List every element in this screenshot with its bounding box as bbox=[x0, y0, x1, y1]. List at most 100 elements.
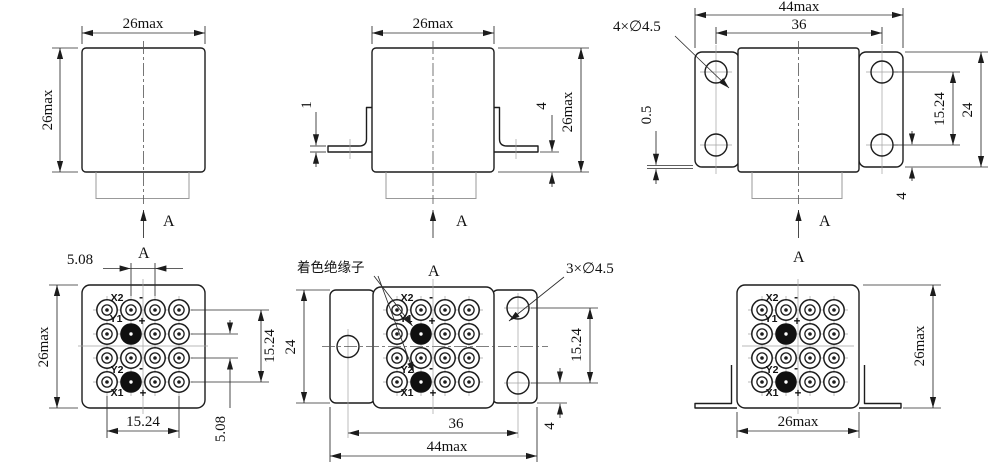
dim-label: 26max bbox=[413, 16, 454, 32]
section-label: A bbox=[456, 213, 468, 230]
dim-label: 26max bbox=[912, 325, 928, 366]
dim-label: 24 bbox=[283, 339, 299, 355]
right-mounting-ear bbox=[858, 51, 904, 168]
pin bbox=[458, 299, 480, 321]
mounting-hole bbox=[336, 334, 360, 359]
dim-label: 15.24 bbox=[932, 92, 948, 126]
right-mounting-flange bbox=[859, 365, 902, 409]
section-arrow: A bbox=[795, 210, 831, 238]
callout-holes: 4×∅4.5 bbox=[613, 19, 730, 89]
section-arrow: A bbox=[140, 210, 175, 238]
pin bbox=[799, 323, 821, 345]
pin bbox=[168, 323, 190, 345]
pin bbox=[751, 323, 773, 345]
svg-text:+: + bbox=[430, 388, 437, 400]
insulator-note: 着色绝缘子 bbox=[297, 259, 415, 374]
dim-hole-span: 36 bbox=[715, 17, 883, 44]
dim-width-top: 26max bbox=[371, 16, 495, 44]
pin bbox=[168, 371, 190, 393]
leader-line bbox=[377, 275, 415, 374]
dim-height-left: 26max bbox=[36, 284, 78, 409]
view-front-ears: 44max 36 4×∅4.5 0.5 15.24 bbox=[613, 0, 988, 238]
dim-hole-pitch-right: 15.24 bbox=[531, 307, 598, 384]
plug-base-outline bbox=[95, 172, 190, 199]
dim-height-right: 26max bbox=[498, 47, 589, 173]
dim-label: 44max bbox=[779, 0, 820, 15]
callout-label: 3×∅4.5 bbox=[566, 261, 614, 277]
callout-label: 4×∅4.5 bbox=[613, 19, 661, 35]
svg-text:+: + bbox=[429, 316, 436, 328]
insulator-note-label: 着色绝缘子 bbox=[297, 259, 365, 275]
plug-base-outline bbox=[385, 172, 477, 199]
dim-label: 0.5 bbox=[639, 106, 655, 125]
pin bbox=[823, 347, 845, 369]
svg-text:Y1: Y1 bbox=[110, 313, 123, 325]
dim-label: 4 bbox=[894, 192, 910, 200]
pin bbox=[458, 371, 480, 393]
pin bbox=[458, 347, 480, 369]
section-label: A bbox=[428, 263, 440, 280]
dim-label: 5.08 bbox=[213, 416, 229, 442]
svg-text:-: - bbox=[429, 292, 433, 304]
dim-label: 44max bbox=[427, 439, 468, 455]
dim-label: 24 bbox=[960, 102, 976, 118]
dim-label: 15.24 bbox=[262, 329, 278, 363]
leader-line bbox=[508, 276, 565, 322]
dim-hole-span-bottom: 36 bbox=[348, 416, 518, 437]
svg-text:+: + bbox=[140, 388, 147, 400]
dim-ear-height-right: 24 bbox=[905, 51, 988, 168]
mounting-hole bbox=[506, 371, 530, 395]
svg-text:-: - bbox=[794, 363, 798, 375]
pin bbox=[144, 299, 166, 321]
dim-hole-pitch-right: 15.24 bbox=[893, 71, 960, 146]
mounting-hole bbox=[704, 60, 728, 84]
section-label: A bbox=[138, 245, 150, 262]
svg-text:Y2: Y2 bbox=[766, 364, 779, 376]
svg-text:Y2: Y2 bbox=[111, 364, 124, 376]
leader-line bbox=[674, 35, 730, 89]
svg-text:+: + bbox=[139, 316, 146, 328]
dim-label: 26max bbox=[560, 91, 576, 132]
svg-text:X2: X2 bbox=[111, 292, 124, 304]
pin bbox=[799, 347, 821, 369]
dim-hole-edge-right: 4 bbox=[537, 368, 567, 430]
svg-text:X1: X1 bbox=[766, 387, 779, 399]
view-bottom-flanged: A bbox=[694, 249, 941, 438]
pin bbox=[434, 347, 456, 369]
svg-text:+: + bbox=[794, 316, 801, 328]
pin bbox=[96, 323, 118, 345]
dim-label: 5.08 bbox=[67, 252, 93, 268]
pin bbox=[144, 323, 166, 345]
dim-label: 26max bbox=[36, 326, 52, 367]
svg-text:-: - bbox=[429, 363, 433, 375]
pin bbox=[799, 371, 821, 393]
pin bbox=[799, 299, 821, 321]
dim-label: 1 bbox=[299, 101, 315, 109]
pin-terminal-labels: X2 - Y1 + Y2 - X1 + bbox=[765, 292, 802, 400]
dim-width-top: 26max bbox=[81, 16, 206, 44]
dim-label: 4 bbox=[534, 102, 550, 110]
dim-hole-edge: 4 bbox=[894, 131, 916, 200]
dim-foot-thickness: 1 bbox=[299, 101, 326, 167]
dim-label: 26max bbox=[40, 89, 56, 130]
pin bbox=[434, 323, 456, 345]
dim-width-bottom: 26max bbox=[736, 412, 860, 438]
left-mounting-ear bbox=[694, 51, 740, 168]
left-mounting-flange bbox=[694, 365, 737, 409]
pin bbox=[823, 299, 845, 321]
dim-ear-height-left: 24 bbox=[283, 289, 330, 404]
pin-terminal-labels: X2 - Y1 + Y2 - X1 + bbox=[110, 292, 147, 400]
dim-label: 26max bbox=[123, 16, 164, 32]
view-bottom: A bbox=[36, 245, 278, 442]
pin bbox=[144, 347, 166, 369]
dim-height-left: 26max bbox=[40, 47, 78, 173]
section-arrow: A bbox=[429, 210, 468, 238]
svg-text:X1: X1 bbox=[111, 387, 124, 399]
dim-height-right: 26max bbox=[863, 284, 941, 409]
left-mounting-flange bbox=[327, 106, 372, 153]
dim-width-bottom: 44max bbox=[329, 407, 538, 462]
section-label: A bbox=[819, 213, 831, 230]
svg-text:-: - bbox=[139, 363, 143, 375]
dim-ear-flush: 0.5 bbox=[639, 106, 693, 184]
